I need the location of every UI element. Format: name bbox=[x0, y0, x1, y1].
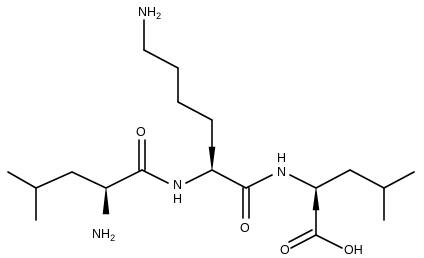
bond-lys-calpha-carbonyl bbox=[211, 169, 247, 189]
bond-carbonyl-2-n bbox=[245, 174, 273, 189]
bond-lys-chain-2 bbox=[177, 101, 213, 121]
amine-bottom-sub: 2 bbox=[110, 233, 115, 243]
atom-label-oxygen-1: O bbox=[136, 125, 146, 139]
atom-label-oxygen-3: O bbox=[280, 243, 290, 257]
amine-bottom-main: NH bbox=[92, 227, 110, 241]
atom-label-amide-n-1: N bbox=[173, 178, 182, 192]
bond-leu1-calpha-carbonyl bbox=[105, 169, 143, 189]
atom-label-amide-n-1-h: H bbox=[173, 192, 182, 206]
bond-cooh-oh bbox=[315, 234, 343, 249]
bond-cooh-double-a bbox=[290, 234, 317, 249]
atom-label-amine-bottom: NH2 bbox=[92, 227, 115, 243]
wedge-leu1-amine bbox=[102, 187, 110, 215]
bond-lys-chain-4 bbox=[143, 49, 179, 69]
atom-label-amine-top: NH2 bbox=[138, 5, 161, 21]
bond-leu2-ch2-ch bbox=[349, 169, 385, 189]
bond-leu1-ch-ch2 bbox=[35, 171, 73, 189]
atom-label-amide-n-2: N bbox=[277, 165, 286, 179]
wedge-leu2-carboxyl bbox=[312, 187, 320, 211]
bond-n1-lys-calpha bbox=[185, 169, 213, 184]
wedge-group bbox=[102, 146, 320, 215]
bond-cooh-double-b bbox=[288, 229, 313, 243]
bond-leu1-methyl-a bbox=[7, 171, 37, 189]
amine-top-main: NH bbox=[138, 5, 156, 19]
atom-label-hydroxyl: OH bbox=[344, 243, 363, 257]
bond-leu1-ch2-calpha bbox=[71, 171, 107, 189]
bond-group bbox=[7, 19, 415, 249]
bond-n2-leu2-calpha bbox=[289, 174, 317, 189]
bond-leu2-ch-methyl-b bbox=[383, 171, 415, 189]
wedge-lys-sidechain bbox=[208, 146, 216, 171]
atom-label-amide-n-2-h: H bbox=[277, 151, 286, 165]
atom-label-oxygen-2: O bbox=[240, 221, 250, 235]
bond-carbonyl-1-n bbox=[141, 169, 169, 184]
bond-leu2-calpha-ch2 bbox=[315, 169, 351, 189]
atom-label-group: NH2 NH2 O N H O H N O OH bbox=[92, 5, 363, 257]
amine-top-sub: 2 bbox=[156, 11, 161, 21]
